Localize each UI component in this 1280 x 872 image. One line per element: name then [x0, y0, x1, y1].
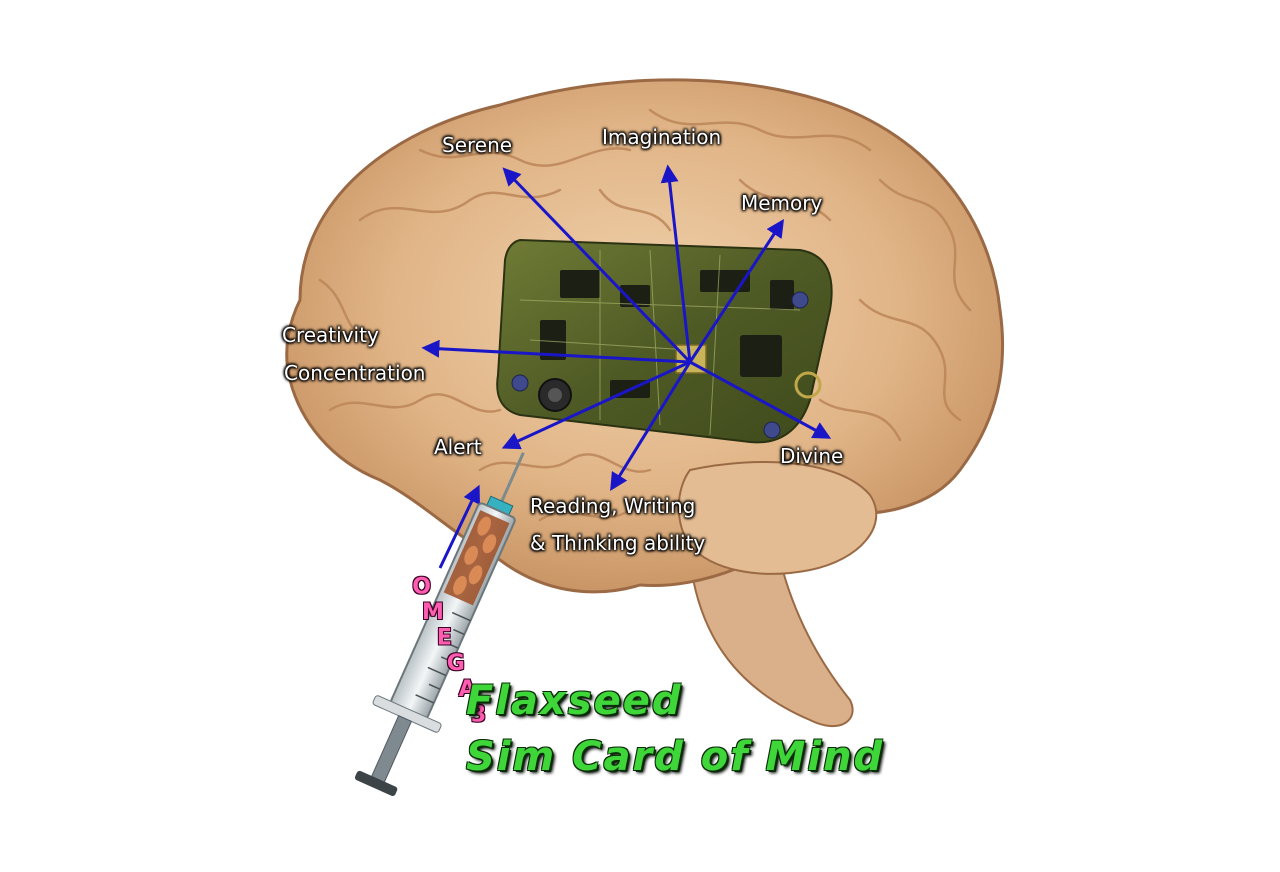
brain-folds: [318, 108, 972, 522]
label-serene: Serene: [442, 133, 513, 157]
arrow-serene: [502, 167, 692, 364]
omega3-letter: O: [412, 574, 431, 600]
label-divine: Divine: [780, 444, 844, 468]
arrow-reading: [610, 361, 692, 492]
label-memory: Memory: [741, 191, 823, 215]
arrow-syringe: [438, 484, 480, 569]
label-creativity: Creativity: [282, 323, 379, 347]
arrow-alert: [501, 360, 691, 450]
label-concentration: Concentration: [284, 361, 426, 385]
arrow-creativity: [421, 339, 691, 364]
arrow-memory: [688, 218, 784, 363]
omega3-letter: M: [422, 600, 444, 626]
title-line1: Flaxseed: [466, 678, 683, 724]
brain-cerebellum: [677, 461, 878, 575]
omega3-letter: E: [436, 625, 452, 651]
omega3-letter: G: [446, 651, 465, 677]
arrow-imagination: [660, 164, 692, 363]
arrow-divine: [689, 360, 832, 439]
label-reading-line2: & Thinking ability: [530, 531, 706, 555]
circuit-board: [496, 238, 833, 444]
syringe: [354, 452, 525, 796]
brain-stem: [688, 559, 854, 727]
label-reading-line1: Reading, Writing: [530, 494, 696, 518]
label-alert: Alert: [434, 435, 482, 459]
label-imagination: Imagination: [602, 125, 722, 149]
title-line2: Sim Card of Mind: [466, 734, 885, 780]
connection-arrows: [421, 164, 832, 569]
